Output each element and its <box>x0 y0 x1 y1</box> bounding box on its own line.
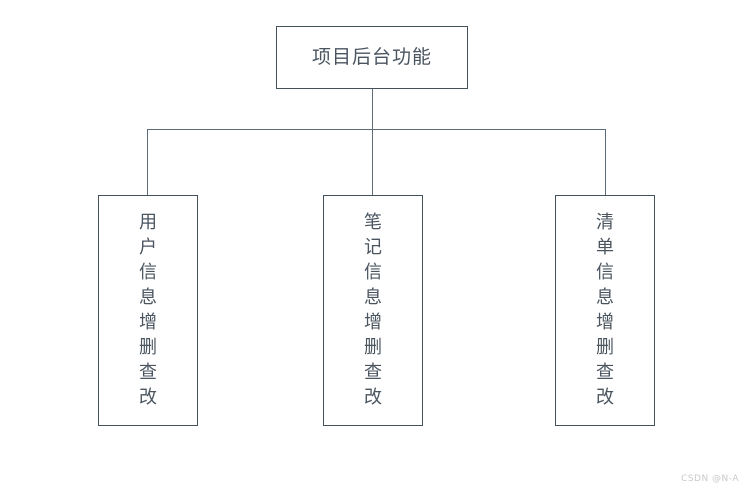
connector-horizontal-bus <box>147 129 606 130</box>
node-leaf-list-label: 清单信息增删查改 <box>596 212 614 408</box>
connector-drop-leaf-1 <box>147 129 148 195</box>
node-root[interactable]: 项目后台功能 <box>276 26 468 89</box>
csdn-watermark: CSDN @N-A <box>681 474 739 484</box>
node-leaf-note[interactable]: 笔记信息增删查改 <box>323 195 423 426</box>
connector-root-stem <box>372 89 373 130</box>
connector-drop-leaf-3 <box>605 129 606 195</box>
connector-drop-leaf-2 <box>372 129 373 195</box>
node-leaf-user[interactable]: 用户信息增删查改 <box>98 195 198 426</box>
node-leaf-list[interactable]: 清单信息增删查改 <box>555 195 655 426</box>
node-leaf-note-label: 笔记信息增删查改 <box>364 212 382 408</box>
node-leaf-user-label: 用户信息增删查改 <box>139 212 157 408</box>
node-root-label: 项目后台功能 <box>311 46 432 68</box>
